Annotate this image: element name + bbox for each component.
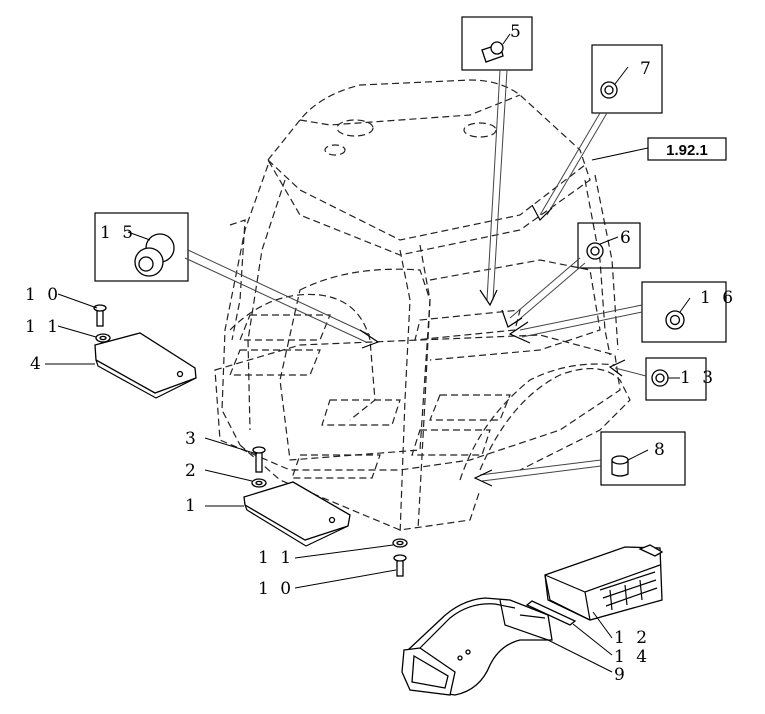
lower-cover-assembly: 3 2 1 — [185, 429, 351, 547]
callout-3: 3 — [185, 429, 199, 449]
detail-box-15: 1 5 — [94, 212, 380, 349]
detail-box-8: 8 — [473, 431, 686, 487]
detail-box-7: 7 — [531, 44, 663, 221]
callout-12: 1 2 — [614, 628, 650, 648]
callout-15: 1 5 — [100, 223, 136, 243]
callout-5: 5 — [510, 22, 524, 42]
reference-label: 1.92.1 — [666, 142, 708, 159]
bottom-bolt-assembly: 1 1 1 0 — [258, 538, 408, 599]
callout-13: 1 3 — [680, 368, 716, 388]
callout-1: 1 — [185, 496, 199, 516]
cab-outline — [214, 79, 631, 536]
callout-11-upper: 1 1 — [25, 317, 61, 337]
callout-16: 1 6 — [700, 288, 736, 308]
reference-tag: 1.92.1 — [591, 137, 727, 161]
detail-box-6: 6 — [501, 222, 641, 328]
callout-14: 1 4 — [614, 647, 650, 667]
callout-9: 9 — [614, 665, 628, 685]
detail-box-13: 1 3 — [608, 357, 716, 401]
callout-11-bottom: 1 1 — [258, 548, 294, 568]
callout-10-upper: 1 0 — [25, 285, 61, 305]
upper-cover-assembly: 1 0 1 1 4 — [25, 285, 197, 399]
detail-box-5: 5 — [461, 16, 533, 307]
air-duct-assembly: 1 2 1 4 9 — [401, 544, 664, 696]
detail-box-16: 1 6 — [508, 281, 736, 344]
callout-10-bottom: 1 0 — [258, 579, 294, 599]
callout-8: 8 — [654, 440, 668, 460]
callout-7: 7 — [640, 59, 654, 79]
callout-2: 2 — [185, 461, 199, 481]
callout-6: 6 — [620, 228, 634, 248]
callout-4: 4 — [30, 354, 44, 374]
